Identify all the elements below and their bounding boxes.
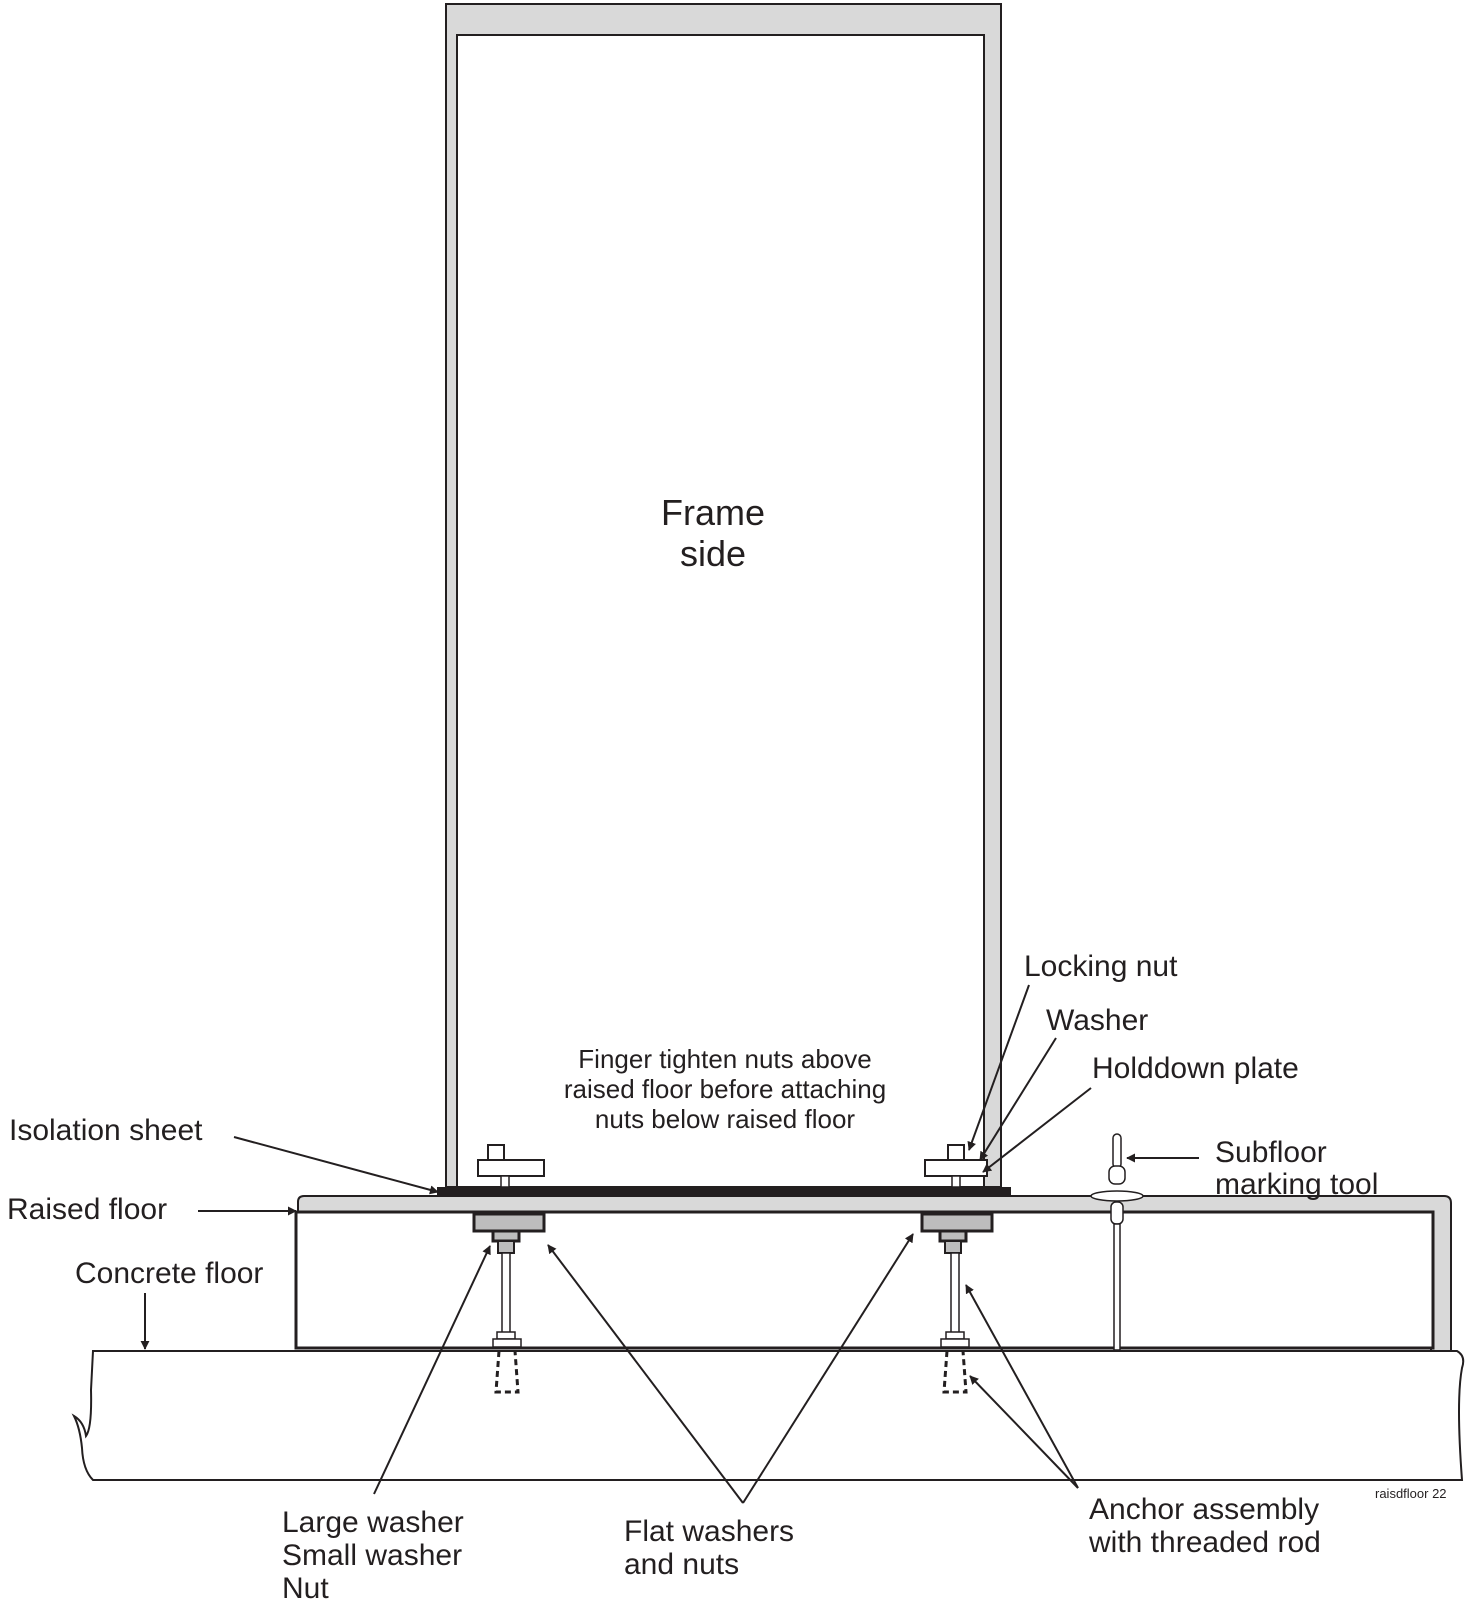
instruction-note-line-3: nuts below raised floor bbox=[595, 1104, 855, 1134]
anchor-assembly-label-2: with threaded rod bbox=[1088, 1526, 1321, 1559]
washer-stack-label-2: Small washer bbox=[282, 1539, 462, 1572]
isolation-sheet-arrow bbox=[233, 1136, 439, 1195]
washer-stack-label-1: Large washer bbox=[282, 1506, 464, 1539]
subfloor-tool-label-2: marking tool bbox=[1215, 1168, 1378, 1201]
instruction-note-line-2: raised floor before attaching bbox=[564, 1074, 886, 1104]
washer-stack-label-3: Nut bbox=[282, 1572, 329, 1605]
holddown-plate-arrow bbox=[982, 1087, 1092, 1173]
right-bolt-assembly bbox=[920, 1144, 994, 1394]
isolation-sheet-label: Isolation sheet bbox=[9, 1114, 203, 1147]
frame-side-label-2: side bbox=[680, 533, 746, 574]
concrete-floor-label: Concrete floor bbox=[75, 1257, 263, 1290]
locking-nut-arrow bbox=[967, 984, 1030, 1151]
washer-arrow bbox=[979, 1037, 1057, 1161]
subfloor-marking-tool bbox=[1090, 1133, 1144, 1351]
raised-floor-label: Raised floor bbox=[7, 1193, 167, 1226]
subfloor-tool-label: Subfloor bbox=[1215, 1136, 1327, 1169]
raised-floor bbox=[294, 1195, 1452, 1357]
anchor-sleeve-arrow bbox=[969, 1375, 1079, 1489]
frame-side bbox=[445, 3, 1002, 1188]
leader-lines bbox=[140, 984, 1199, 1504]
isolation-sheet bbox=[437, 1187, 1011, 1197]
figure-id: raisdfloor 22 bbox=[1375, 1486, 1447, 1501]
washer-label: Washer bbox=[1046, 1004, 1148, 1037]
locking-nut-label: Locking nut bbox=[1024, 950, 1178, 983]
left-bolt-assembly bbox=[472, 1144, 546, 1394]
concrete-floor bbox=[71, 1350, 1465, 1481]
flat-washers-label-2: and nuts bbox=[624, 1548, 739, 1581]
flat-washers-arrow-left bbox=[547, 1244, 744, 1504]
washer-stack-arrow bbox=[373, 1245, 491, 1495]
anchor-assembly-label: Anchor assembly bbox=[1089, 1493, 1319, 1526]
instruction-note-line-1: Finger tighten nuts above bbox=[578, 1044, 871, 1074]
frame-side-label: Frame bbox=[661, 492, 765, 533]
flat-washers-label: Flat washers bbox=[624, 1515, 794, 1548]
anchor-rod-arrow bbox=[965, 1284, 1079, 1489]
holddown-plate-label: Holddown plate bbox=[1092, 1052, 1299, 1085]
flat-washers-arrow-right bbox=[742, 1233, 914, 1504]
